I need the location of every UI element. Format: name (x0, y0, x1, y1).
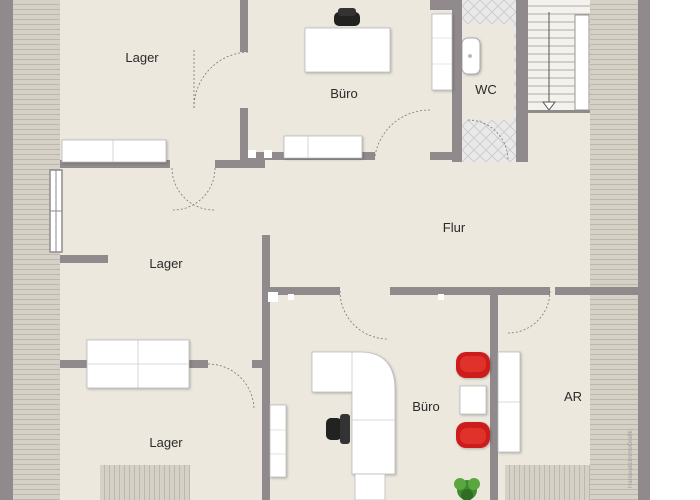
desk-corner-bottom-office (311, 351, 396, 475)
storage-shelf-middle (86, 339, 190, 389)
plant (454, 478, 480, 500)
side-table (459, 385, 487, 415)
stair-wall-bottom (528, 110, 590, 113)
desk-top-office (304, 27, 391, 73)
sideboard-top-office (283, 135, 363, 159)
desk-extension (354, 473, 386, 500)
wall-sockets (248, 150, 444, 302)
floor-right-strip (590, 120, 638, 500)
red-chair-bottom (456, 422, 490, 448)
wc-sink-drain (468, 54, 472, 58)
door-swings (171, 50, 551, 411)
room-label-ar: AR (564, 389, 582, 404)
wc-shower-area (462, 120, 516, 162)
shelf-bottom-office (269, 404, 287, 478)
credit-text: HanseaticImmoGrafik (628, 429, 634, 488)
room-label-buero-bottom: Büro (412, 399, 439, 414)
outer-wall-right (638, 0, 650, 500)
stair-arrow-head (542, 101, 556, 111)
red-chair-top (456, 352, 490, 378)
storage-shelf-top (61, 139, 167, 163)
desk-corner-joints (351, 352, 395, 421)
room-label-lager-middle: Lager (149, 256, 183, 271)
shelf-bottom-lines (270, 429, 286, 455)
stair-handrail (574, 14, 590, 111)
roof-slope-bottom-left (100, 465, 190, 500)
shelf-top-office (431, 13, 453, 91)
ar-shelf (497, 351, 521, 453)
office-chair-top (334, 8, 360, 26)
room-label-wc: WC (475, 82, 497, 97)
roof-slope-bottom-right (505, 465, 590, 500)
room-label-buero-top: Büro (330, 86, 357, 101)
room-label-lager-top: Lager (125, 50, 159, 65)
outer-wall-left (0, 0, 13, 500)
shelf-top-office-lines (432, 37, 452, 65)
wc-tile-area (462, 0, 516, 24)
room-label-flur: Flur (443, 220, 466, 235)
room-label-lager-bottom: Lager (149, 435, 183, 450)
office-chair-bottom (326, 414, 350, 444)
